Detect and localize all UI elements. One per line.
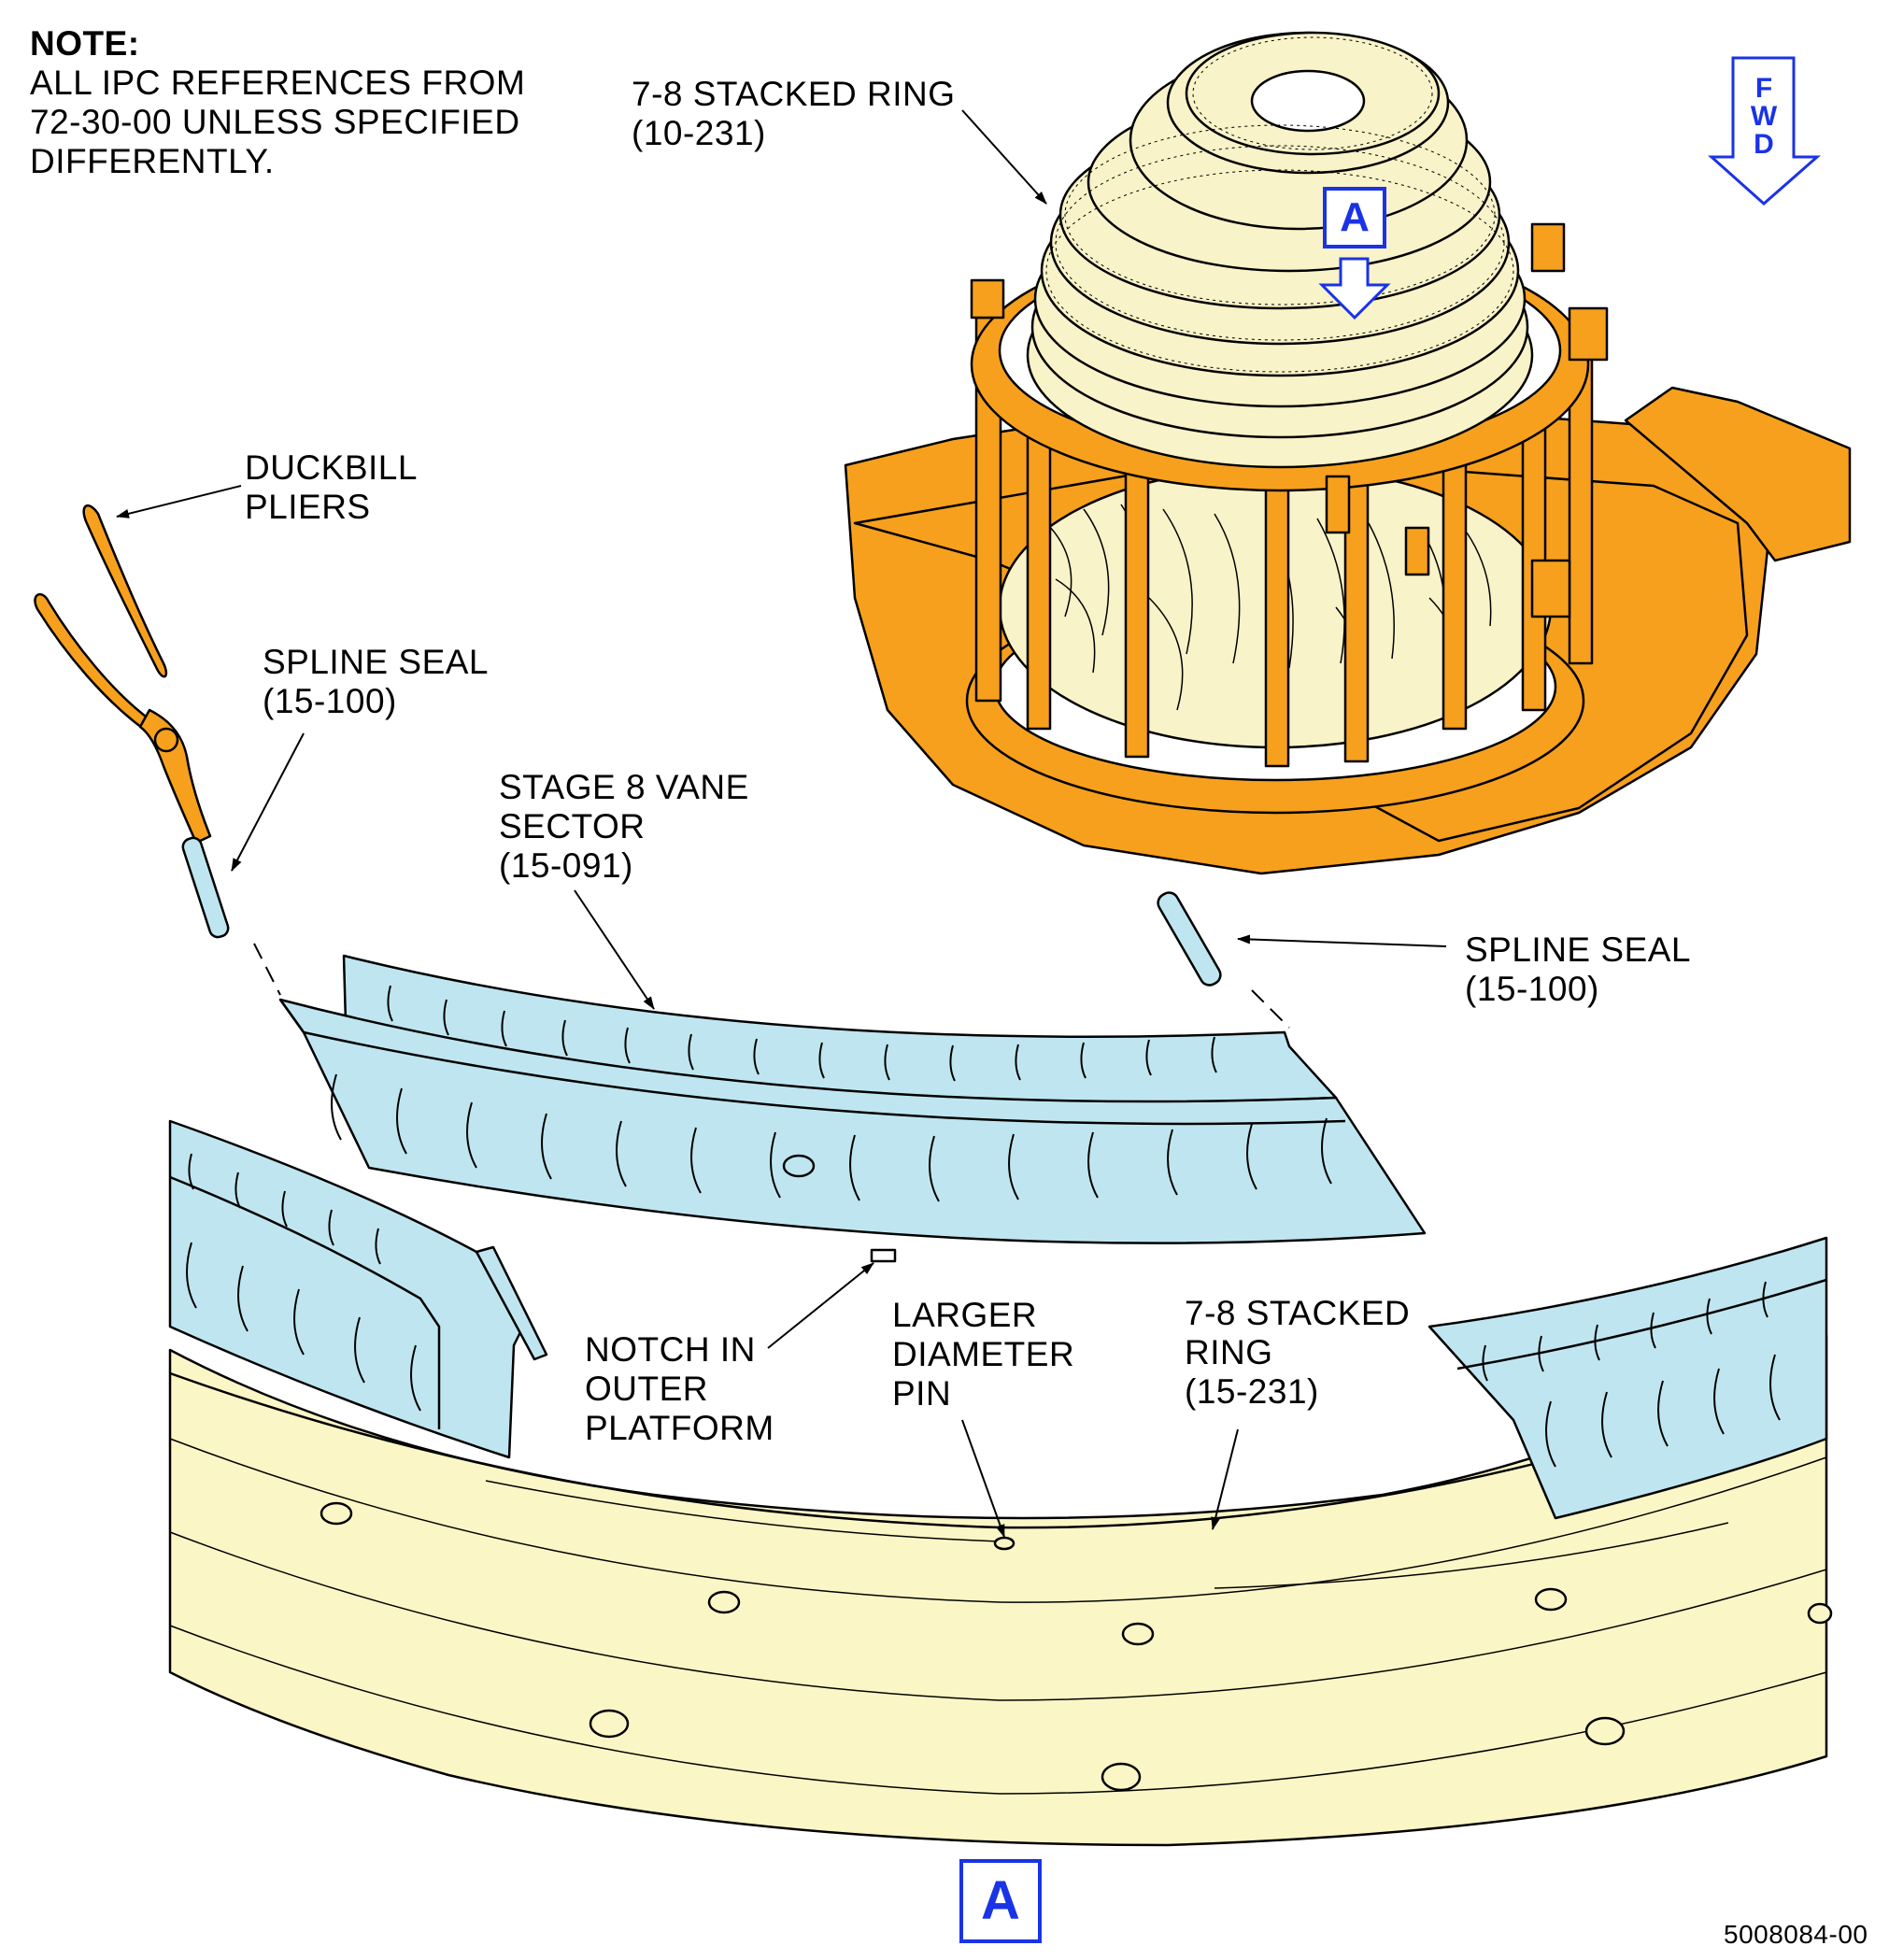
note: NOTE: ALL IPC REFERENCES FROM 72-30-00 U…	[30, 24, 525, 181]
vane-sector-blades	[331, 985, 1332, 1202]
vane-sector	[278, 954, 1427, 1263]
duckbill-pliers	[34, 504, 230, 939]
view-ref-a-top: A	[1323, 187, 1386, 249]
note-heading: NOTE:	[30, 24, 140, 63]
label-stacked-ring-top: 7-8 STACKED RING (10-231)	[632, 75, 956, 152]
pliers-jaw	[138, 708, 212, 845]
installed-vane-left	[168, 1119, 525, 1459]
label-duckbill-pliers: DUCKBILL PLIERS	[245, 448, 418, 526]
note-line: ALL IPC REFERENCES FROM	[30, 64, 526, 102]
vane-sector-front-wall	[278, 998, 1427, 1244]
larger-diameter-pin	[993, 1536, 1016, 1551]
note-line: DIFFERENTLY.	[30, 142, 275, 180]
engine-case-stack	[1026, 31, 1534, 469]
spline-seal-right	[1157, 891, 1222, 987]
pliers-handle-upper	[82, 504, 168, 678]
spline-seal-left	[181, 836, 230, 939]
label-stacked-ring-bottom: 7-8 STACKED RING (15-231)	[1185, 1294, 1411, 1411]
figure-number: 5008084-00	[1724, 1920, 1868, 1949]
fixture-assembly	[844, 31, 1852, 875]
installed-vane-left-seal	[475, 1245, 548, 1361]
view-ref-a-bottom: A	[959, 1859, 1042, 1943]
fwd-arrow	[1708, 56, 1821, 206]
ring-teeth	[1045, 36, 1514, 373]
label-vane-sector: STAGE 8 VANE SECTOR (15-091)	[499, 768, 749, 885]
vane-sector-hole	[782, 1154, 816, 1178]
stacked-ring-detail	[168, 1119, 1833, 1847]
label-spline-seal-left: SPLINE SEAL (15-100)	[263, 643, 490, 720]
fixture-clamps	[970, 222, 1609, 618]
stacked-ring-holes	[320, 1501, 1833, 1792]
fixture-side-box	[1624, 386, 1852, 562]
label-notch: NOTCH IN OUTER PLATFORM	[585, 1330, 774, 1447]
outer-platform-notch	[870, 1248, 897, 1263]
label-larger-pin: LARGER DIAMETER PIN	[892, 1296, 1075, 1413]
leader-lines	[116, 109, 1447, 1538]
note-line: 72-30-00 UNLESS SPECIFIED	[30, 103, 520, 141]
view-a-arrow	[1318, 257, 1391, 320]
fwd-indicator: F W D	[1750, 73, 1778, 160]
label-spline-seal-right: SPLINE SEAL (15-100)	[1465, 930, 1692, 1008]
